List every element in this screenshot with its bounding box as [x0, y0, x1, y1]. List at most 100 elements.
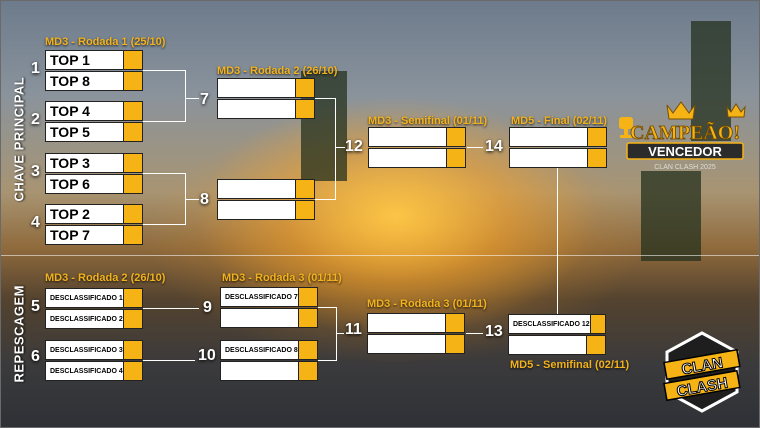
bracket-slot	[368, 148, 466, 168]
badge-caption: CLAN CLASH 2025	[654, 164, 716, 171]
team-name: DESCLASSIFICADO 12	[513, 320, 590, 328]
score-box	[295, 201, 314, 219]
bracket-slot: DESCLASSIFICADO 8	[220, 340, 318, 360]
connector	[315, 98, 335, 99]
connector	[335, 147, 345, 148]
score-box	[587, 149, 606, 167]
bracket-slot	[217, 179, 315, 199]
section-separator	[1, 255, 759, 256]
score-box	[298, 362, 317, 380]
crown-icon	[666, 101, 696, 120]
connector	[466, 333, 483, 334]
round-title-r2: MD3 - Rodada 2 (26/10)	[217, 65, 338, 77]
match-number-10: 10	[198, 347, 216, 364]
match-number-2: 2	[31, 111, 40, 128]
bracket-slot: TOP 8	[45, 71, 143, 91]
score-box	[295, 180, 314, 198]
connector	[557, 168, 558, 314]
connector	[143, 70, 185, 71]
round-title-rep-r3a: MD3 - Rodada 3 (01/11)	[222, 272, 342, 284]
connector	[143, 224, 185, 225]
score-box	[123, 72, 142, 90]
score-box	[123, 310, 142, 328]
clan-clash-logo: CLAN CLASH	[663, 331, 741, 413]
bracket-slot	[509, 148, 607, 168]
bracket-slot: TOP 6	[45, 174, 143, 194]
score-box	[123, 154, 142, 172]
team-name: TOP 7	[50, 227, 90, 243]
bracket-slot: TOP 4	[45, 101, 143, 121]
connector	[185, 70, 186, 122]
score-box	[587, 128, 606, 146]
match-number-1: 1	[31, 60, 40, 77]
score-box	[295, 100, 314, 118]
team-name: DESCLASSIFICADO 2	[50, 315, 123, 323]
score-box	[446, 149, 465, 167]
bracket-slot: DESCLASSIFICADO 7	[220, 287, 318, 307]
match-number-4: 4	[31, 214, 40, 231]
bracket-slot: TOP 1	[45, 50, 143, 70]
match-number-7: 7	[200, 91, 209, 108]
match-number-12: 12	[345, 138, 363, 155]
score-box	[123, 175, 142, 193]
bracket-slot: DESCLASSIFICADO 3	[45, 340, 143, 360]
match-number-3: 3	[31, 163, 40, 180]
connector	[335, 98, 336, 200]
bracket-slot	[367, 313, 465, 333]
score-box	[446, 128, 465, 146]
team-name: TOP 6	[50, 176, 90, 192]
connector	[143, 121, 185, 122]
team-name: DESCLASSIFICADO 1	[50, 294, 123, 302]
connector	[318, 307, 336, 308]
bracket-slot: DESCLASSIFICADO 2	[45, 309, 143, 329]
bracket-slot: TOP 3	[45, 153, 143, 173]
team-name: DESCLASSIFICADO 3	[50, 346, 123, 354]
connector	[185, 98, 199, 99]
score-box	[123, 123, 142, 141]
connector	[143, 360, 195, 361]
team-name: TOP 5	[50, 124, 90, 140]
round-title-rep-r2: MD3 - Rodada 2 (26/10)	[45, 272, 166, 284]
bracket-slot	[217, 78, 315, 98]
match-number-6: 6	[31, 348, 40, 365]
connector	[143, 173, 185, 174]
team-name: DESCLASSIFICADO 8	[225, 346, 298, 354]
connector	[315, 199, 335, 200]
round-title-final: MD5 - Final (02/11)	[511, 115, 607, 127]
bracket-slot	[368, 127, 466, 147]
bracket-slot: TOP 5	[45, 122, 143, 142]
bracket-slot	[217, 99, 315, 119]
score-box	[123, 289, 142, 307]
bracket-slot	[509, 127, 607, 147]
bracket-slot	[367, 334, 465, 354]
score-box	[123, 226, 142, 244]
score-box	[295, 79, 314, 97]
badge-subtitle: VENCEDOR	[648, 144, 722, 159]
match-number-14: 14	[485, 138, 503, 155]
match-number-5: 5	[31, 298, 40, 315]
round-title-rep-r3b: MD3 - Rodada 3 (01/11)	[367, 298, 487, 310]
score-box	[123, 102, 142, 120]
team-name: DESCLASSIFICADO 4	[50, 367, 123, 375]
score-box	[589, 315, 605, 333]
tree-silhouette-right	[641, 171, 701, 261]
score-box	[123, 205, 142, 223]
bracket-slot: DESCLASSIFICADO 12	[508, 314, 606, 334]
connector	[318, 360, 336, 361]
team-name: TOP 2	[50, 206, 90, 222]
crown-icon	[726, 103, 746, 118]
bracket-slot	[220, 361, 318, 381]
match-number-9: 9	[203, 299, 212, 316]
bracket-slot: TOP 2	[45, 204, 143, 224]
team-name: TOP 8	[50, 73, 90, 89]
bracket-slot: DESCLASSIFICADO 1	[45, 288, 143, 308]
connector	[336, 333, 344, 334]
match-number-13: 13	[485, 323, 503, 340]
match-number-8: 8	[200, 191, 209, 208]
connector	[143, 308, 199, 309]
score-box	[445, 314, 464, 332]
score-box	[123, 362, 142, 380]
team-name: TOP 1	[50, 52, 90, 68]
round-title-rep-semi: MD5 - Semifinal (02/11)	[510, 359, 630, 371]
